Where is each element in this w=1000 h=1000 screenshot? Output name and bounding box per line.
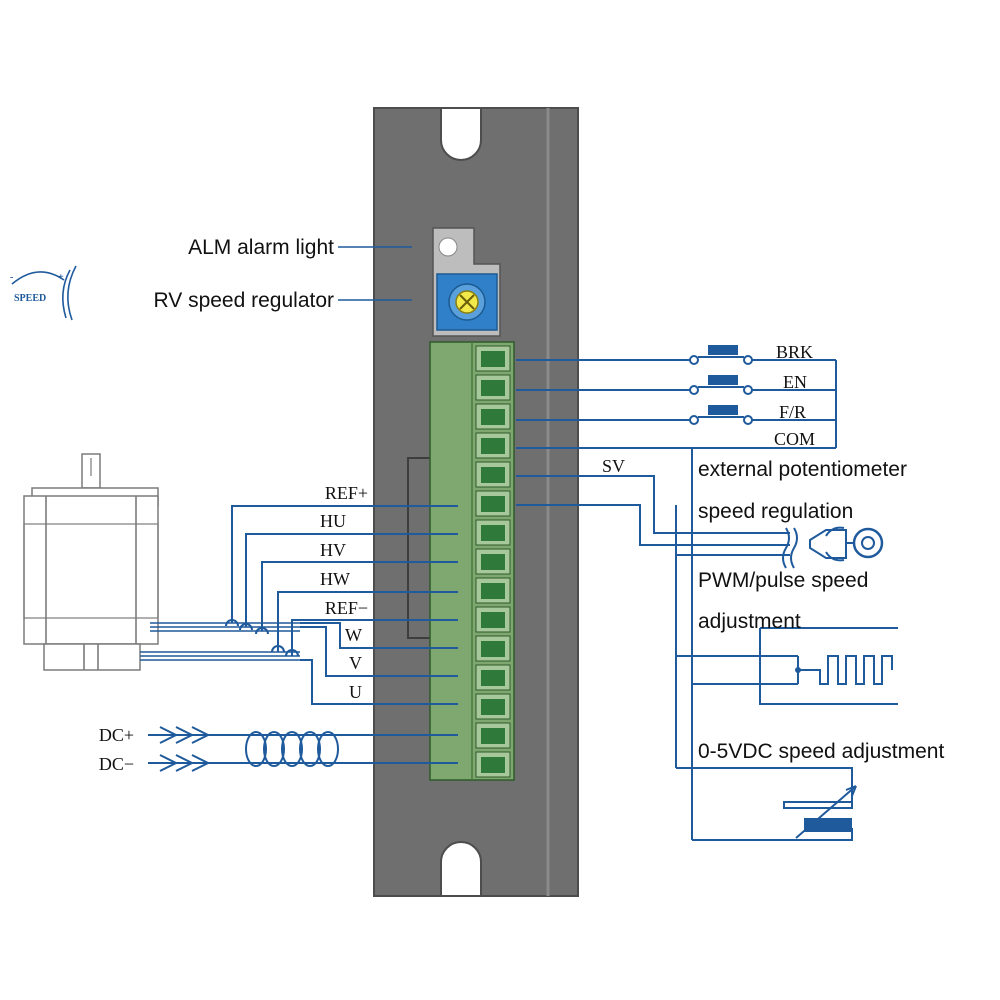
label-v: V [349, 653, 362, 673]
variable-voltage-icon [783, 785, 857, 839]
pwm-title-line2: adjustment [698, 610, 801, 633]
label-brk: BRK [776, 342, 813, 362]
ext-pot-title-line1: external potentiometer [698, 458, 907, 481]
speed-badge-text: SPEED [14, 293, 46, 304]
label-hw: HW [320, 569, 350, 589]
terminal-screw [481, 438, 505, 454]
bottom-mount-notch [440, 841, 482, 897]
terminal-screw [481, 467, 505, 483]
label-dc-plus: DC+ [99, 725, 134, 745]
twisted-pair-coil [245, 731, 339, 767]
terminal-screw [481, 699, 505, 715]
bldc-motor-icon [23, 453, 159, 671]
terminal-screw [481, 380, 505, 396]
terminal-screw [481, 757, 505, 773]
terminal-screw [481, 612, 505, 628]
terminal-screw [481, 583, 505, 599]
terminal-screw [481, 641, 505, 657]
terminal-screw [481, 728, 505, 744]
label-hv: HV [320, 540, 346, 560]
label-u: U [349, 682, 362, 702]
label-sv: SV [602, 456, 625, 476]
ext-pot-title-line2: speed regulation [698, 500, 853, 523]
terminal-screw [481, 496, 505, 512]
motor-signal-wires [225, 505, 458, 705]
label-w: W [345, 625, 362, 645]
terminal-screw [481, 409, 505, 425]
label-hu: HU [320, 511, 346, 531]
speed-knob-icon: + - SPEED [10, 265, 77, 321]
external-potentiometer-icon [809, 526, 884, 562]
svg-text:-: - [10, 272, 13, 283]
terminal-screw [481, 351, 505, 367]
label-ref-plus: REF+ [325, 483, 368, 503]
alm-callout-label: ALM alarm light [188, 236, 334, 259]
terminal-screw [481, 554, 505, 570]
dc-power-input [148, 726, 458, 772]
terminal-screw [481, 525, 505, 541]
top-mount-notch [440, 107, 482, 161]
pwm-signal-icon [795, 655, 893, 685]
vdc-title: 0-5VDC speed adjustment [698, 740, 944, 763]
fr-switch-icon [689, 405, 753, 425]
label-fr: F/R [779, 402, 806, 422]
pwm-title-line1: PWM/pulse speed [698, 569, 868, 592]
motor-cable-bundle [140, 622, 300, 661]
svg-text:+: + [58, 272, 64, 283]
en-switch-icon [689, 375, 753, 395]
terminal-screw [481, 670, 505, 686]
label-ref-minus: REF− [325, 598, 368, 618]
label-dc-minus: DC− [99, 754, 134, 774]
rv-speed-regulator [436, 273, 498, 331]
rv-callout-label: RV speed regulator [153, 289, 334, 312]
label-en: EN [783, 372, 807, 392]
brk-switch-icon [689, 345, 753, 365]
control-wiring [516, 345, 898, 841]
label-com: COM [774, 429, 815, 449]
